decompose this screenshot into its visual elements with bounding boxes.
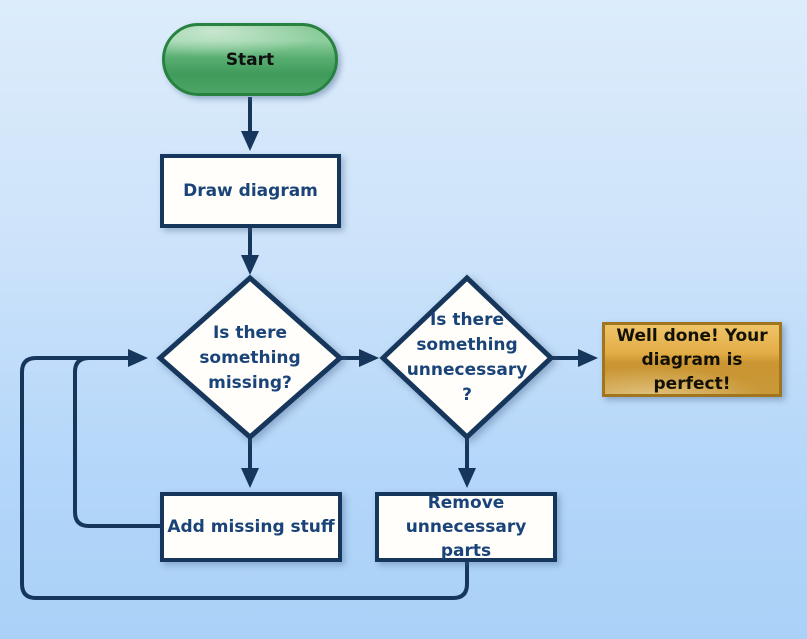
node-missing-decision-shape[interactable] bbox=[156, 274, 344, 441]
node-remove-unnecessary-label: Remove unnecessary parts bbox=[405, 493, 527, 561]
node-add-missing[interactable]: Add missing stuff bbox=[160, 492, 342, 562]
node-unnecessary-decision-shape[interactable] bbox=[379, 274, 555, 441]
node-draw-diagram[interactable]: Draw diagram bbox=[160, 154, 341, 228]
node-remove-unnecessary[interactable]: Remove unnecessary parts bbox=[375, 492, 557, 562]
edge-remove-loop-back[interactable] bbox=[20, 349, 469, 600]
unnecessary-decision-text: Is there something unnecessary ? bbox=[406, 310, 528, 405]
node-draw-diagram-label: Draw diagram bbox=[183, 181, 318, 201]
node-well-done[interactable]: Well done! Your diagram is perfect! bbox=[602, 322, 782, 397]
node-unnecessary-decision-label: Is there something unnecessary ? bbox=[383, 278, 551, 438]
edge-add-loop-back[interactable] bbox=[73, 356, 160, 528]
node-start-label: Start bbox=[225, 49, 275, 70]
missing-decision-text: Is there something missing? bbox=[199, 322, 301, 393]
node-well-done-label: Well done! Your diagram is perfect! bbox=[616, 325, 768, 394]
node-start[interactable]: Start bbox=[162, 23, 338, 96]
node-add-missing-label: Add missing stuff bbox=[167, 517, 335, 537]
node-missing-decision-label: Is there something missing? bbox=[160, 278, 340, 438]
